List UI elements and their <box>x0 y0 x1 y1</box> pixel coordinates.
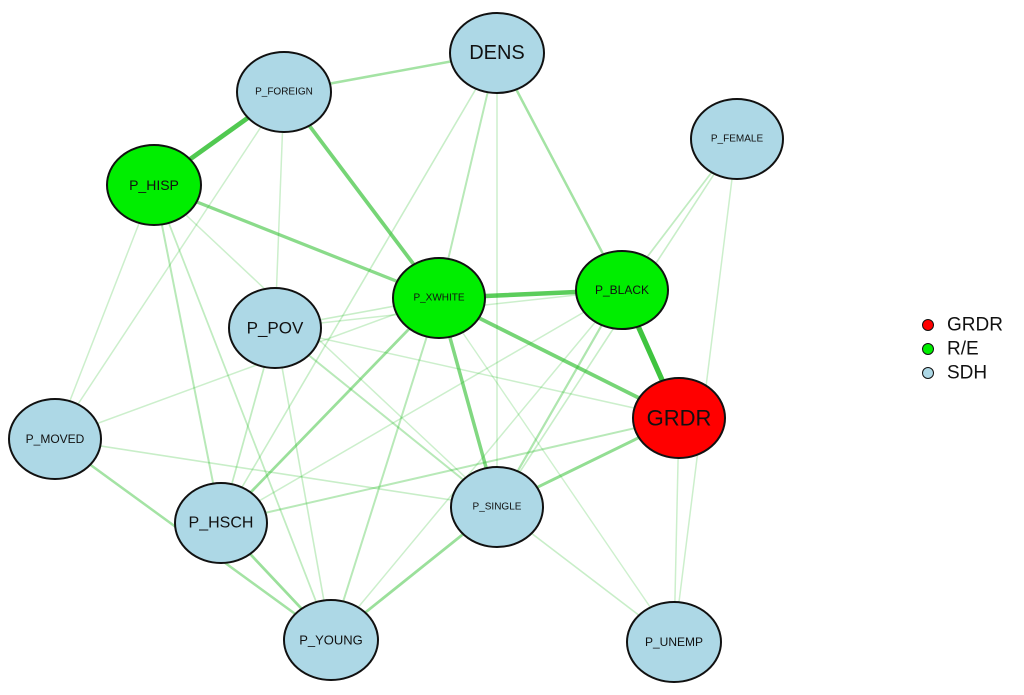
node-circle <box>8 398 102 480</box>
edge-p_black-p_young <box>330 289 623 641</box>
node-circle <box>632 377 726 459</box>
node-circle <box>106 144 202 226</box>
edge-p_hisp-p_xwhite <box>152 183 441 300</box>
node-p_black: P_BLACK <box>575 250 669 330</box>
node-label: P_FEMALE <box>711 134 764 145</box>
edge-dens-p_black <box>495 51 624 292</box>
node-circle <box>228 287 322 369</box>
node-p_foreign: P_FOREIGN <box>236 51 332 133</box>
edge-p_xwhite-p_young <box>330 297 440 641</box>
node-label: P_FOREIGN <box>255 87 313 98</box>
edge-layer <box>53 51 738 643</box>
edge-dens-p_xwhite <box>438 52 498 299</box>
edge-p_hsch-p_black <box>220 289 623 524</box>
node-p_single: P_SINGLE <box>450 466 544 548</box>
node-label: P_SINGLE <box>473 502 522 513</box>
edge-p_moved-p_xwhite <box>54 297 440 440</box>
edge-p_moved-p_hisp <box>54 184 155 440</box>
edge-p_xwhite-p_hsch <box>219 296 441 525</box>
node-circle <box>450 466 544 548</box>
node-p_hsch: P_HSCH <box>174 482 268 564</box>
node-label: P_HSCH <box>189 515 254 532</box>
edge-p_xwhite-p_unemp <box>438 297 675 643</box>
node-p_xwhite: P_XWHITE <box>392 257 486 339</box>
node-circle <box>174 482 268 564</box>
node-label: P_HISP <box>129 177 179 193</box>
node-circle <box>626 601 722 683</box>
legend-item-re: R/E <box>922 339 979 360</box>
node-label: P_XWHITE <box>413 293 464 304</box>
edge-p_hisp-p_hsch <box>153 184 222 524</box>
node-circle <box>392 257 486 339</box>
node-p_female: P_FEMALE <box>690 98 784 180</box>
node-circle <box>690 98 784 180</box>
legend-label: GRDR <box>947 315 1003 336</box>
edge-dens-p_hsch <box>220 52 498 524</box>
node-label: DENS <box>469 42 525 64</box>
node-label: P_BLACK <box>595 283 649 297</box>
edge-p_hisp-p_young <box>153 184 332 641</box>
node-label: P_POV <box>247 319 304 338</box>
node-grdr: GRDR <box>632 377 726 459</box>
node-p_hisp: P_HISP <box>106 144 202 226</box>
edge-p_hsch-grdr <box>220 417 680 524</box>
node-p_moved: P_MOVED <box>8 398 102 480</box>
edge-p_foreign-p_moved <box>54 91 285 440</box>
edge-p_pov-grdr <box>274 327 680 419</box>
node-dens: DENS <box>449 12 545 94</box>
node-circle <box>449 12 545 94</box>
edge-p_pov-p_young <box>274 327 332 641</box>
node-p_pov: P_POV <box>228 287 322 369</box>
node-circle <box>283 599 379 681</box>
node-label: P_UNEMP <box>645 635 703 649</box>
legend-swatch <box>922 343 934 355</box>
node-p_young: P_YOUNG <box>283 599 379 681</box>
legend-item-grdr: GRDR <box>922 315 1003 336</box>
node-circle <box>575 250 669 330</box>
legend-swatch <box>922 367 934 379</box>
node-p_unemp: P_UNEMP <box>626 601 722 683</box>
node-layer: DENS P_FOREIGN P_FEMALE P_HISP P_XWHITE P_BLA… <box>8 12 784 683</box>
node-label: P_MOVED <box>26 432 85 446</box>
edge-p_pov-p_single <box>274 327 498 508</box>
legend: GRDR R/E SDH <box>922 315 1003 384</box>
node-label: GRDR <box>647 406 712 431</box>
edge-p_hisp-p_single <box>153 184 498 508</box>
legend-swatch <box>922 319 934 331</box>
legend-label: R/E <box>947 339 979 360</box>
edge-p_moved-p_single <box>54 438 498 508</box>
node-label: P_YOUNG <box>299 633 363 648</box>
legend-label: SDH <box>947 363 987 384</box>
node-circle <box>236 51 332 133</box>
legend-item-sdh: SDH <box>922 363 987 384</box>
